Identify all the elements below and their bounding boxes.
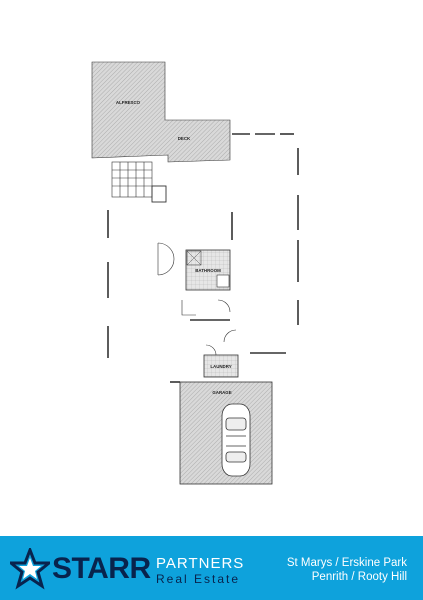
brand-name-primary: STARR bbox=[52, 552, 151, 585]
floor-plan: ALFRESCO DECK bbox=[91, 61, 299, 485]
deck-area: DECK bbox=[178, 136, 191, 141]
room-label-deck: DECK bbox=[178, 136, 191, 141]
alfresco-area: ALFRESCO bbox=[91, 61, 231, 163]
room-label-alfresco: ALFRESCO bbox=[116, 100, 141, 105]
room-label-laundry: LAUNDRY bbox=[210, 364, 231, 369]
star-icon bbox=[10, 548, 50, 590]
room-label-garage: GARAGE bbox=[212, 390, 231, 395]
room-label-bathroom: BATHROOM bbox=[195, 268, 221, 273]
garage-area: GARAGE bbox=[170, 381, 273, 485]
steps bbox=[111, 161, 167, 203]
agency-footer: STARR PARTNERS Real Estate St Marys / Er… bbox=[0, 536, 423, 600]
bathroom-area: BATHROOM bbox=[185, 249, 231, 291]
office-line-2: Penrith / Rooty Hill bbox=[311, 571, 407, 583]
laundry-area: LAUNDRY bbox=[203, 354, 239, 378]
car-icon bbox=[221, 403, 251, 477]
agency-logo[interactable]: STARR PARTNERS Real Estate bbox=[10, 548, 250, 590]
brand-tagline: Real Estate bbox=[156, 572, 241, 586]
office-locations: St Marys / Erskine Park Penrith / Rooty … bbox=[287, 556, 407, 584]
exterior-walls bbox=[107, 133, 299, 358]
door-swings bbox=[157, 242, 237, 356]
office-line-1: St Marys / Erskine Park bbox=[286, 557, 407, 569]
brand-name-secondary: PARTNERS bbox=[156, 555, 245, 572]
